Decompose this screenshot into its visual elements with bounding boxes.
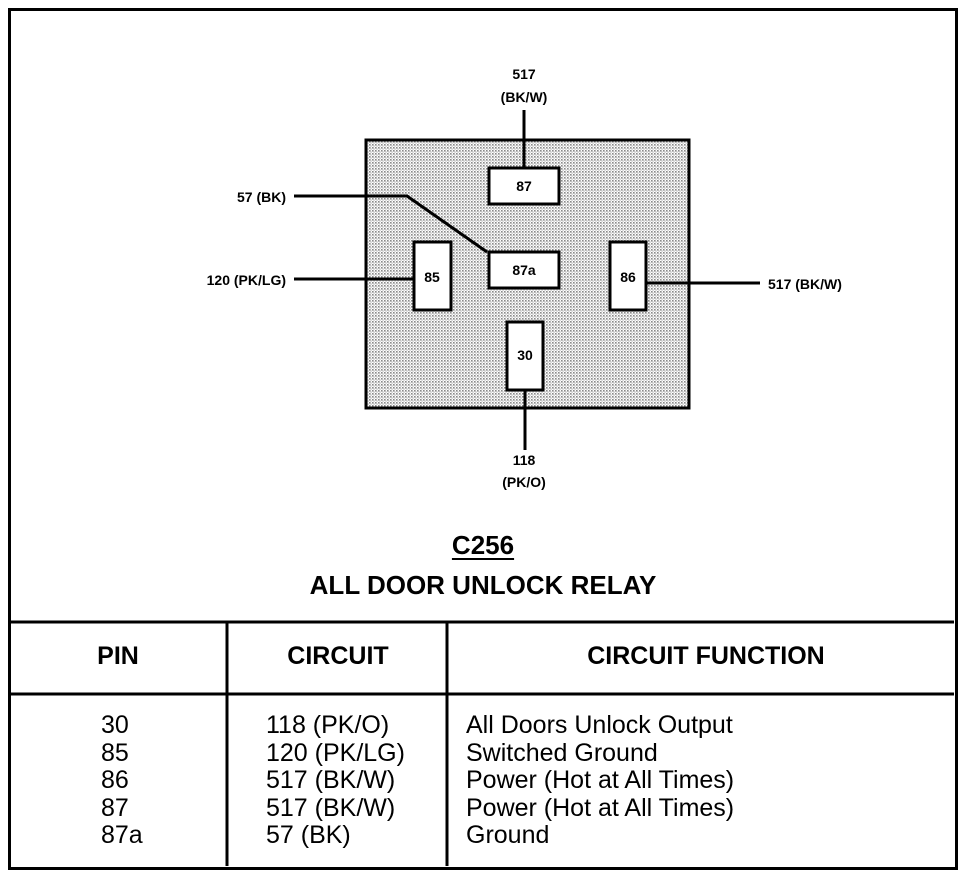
table-cell-pin: 85 [101, 738, 129, 767]
table-cell-circuit: 517 (BK/W) [266, 766, 396, 794]
table-header-circuit: CIRCUIT [287, 642, 389, 670]
table-cell-circuit: 118 (PK/O) [266, 711, 390, 739]
table-column-circuit: 118 (PK/O) 120 (PK/LG) 517 (BK/W) 517 (B… [266, 711, 405, 850]
wire-left-upper-label: 57 (BK) [236, 189, 286, 205]
pin-87a-terminal [487, 250, 561, 290]
wire-left-lower-label: 120 (PK/LG) [206, 272, 286, 288]
table-cell-pin: 87a [101, 821, 143, 849]
table-cell-circuit: 120 (PK/LG) [266, 738, 405, 767]
pin-85-label: 85 [424, 269, 440, 285]
table-cell-circuit: 57 (BK) [266, 821, 351, 849]
table-column-function: All Doors Unlock Output Switched Ground … [466, 711, 735, 850]
table-column-pin: 30 85 86 87 87a [101, 711, 143, 850]
table-cell-function: Power (Hot at All Times) [466, 793, 735, 822]
pin-87-label: 87 [516, 178, 532, 194]
pin-30-label: 30 [517, 347, 533, 363]
pin-86-label: 86 [620, 269, 636, 285]
table-header-pin: PIN [97, 642, 139, 670]
wire-top-circuit-label: 517 [512, 66, 536, 82]
table-header-function: CIRCUIT FUNCTION [587, 642, 825, 670]
table-cell-function: All Doors Unlock Output [466, 711, 733, 739]
table-cell-pin: 30 [101, 711, 129, 739]
pin-30-terminal [505, 320, 545, 392]
wire-left-upper [294, 194, 488, 254]
pin-87-terminal [487, 166, 561, 206]
connector-id: C256 [451, 530, 515, 560]
table-cell-pin: 86 [101, 766, 129, 794]
table-cell-function: Ground [466, 821, 550, 849]
table-cell-circuit: 517 (BK/W) [266, 793, 396, 822]
wire-top-color-label: (BK/W) [500, 89, 548, 105]
diagram-frame [8, 8, 958, 870]
wire-right-label: 517 (BK/W) [768, 276, 842, 292]
pin-85-terminal [412, 240, 453, 312]
table-cell-function: Power (Hot at All Times) [466, 766, 735, 794]
connector-name: ALL DOOR UNLOCK RELAY [309, 570, 657, 600]
pin-86-terminal [608, 240, 648, 312]
pin-87a-label: 87a [512, 262, 536, 278]
table-cell-function: Switched Ground [466, 738, 658, 767]
wire-bottom-circuit-label: 118 [512, 452, 536, 468]
table-cell-pin: 87 [101, 793, 129, 822]
wire-bottom-color-label: (PK/O) [502, 474, 546, 490]
